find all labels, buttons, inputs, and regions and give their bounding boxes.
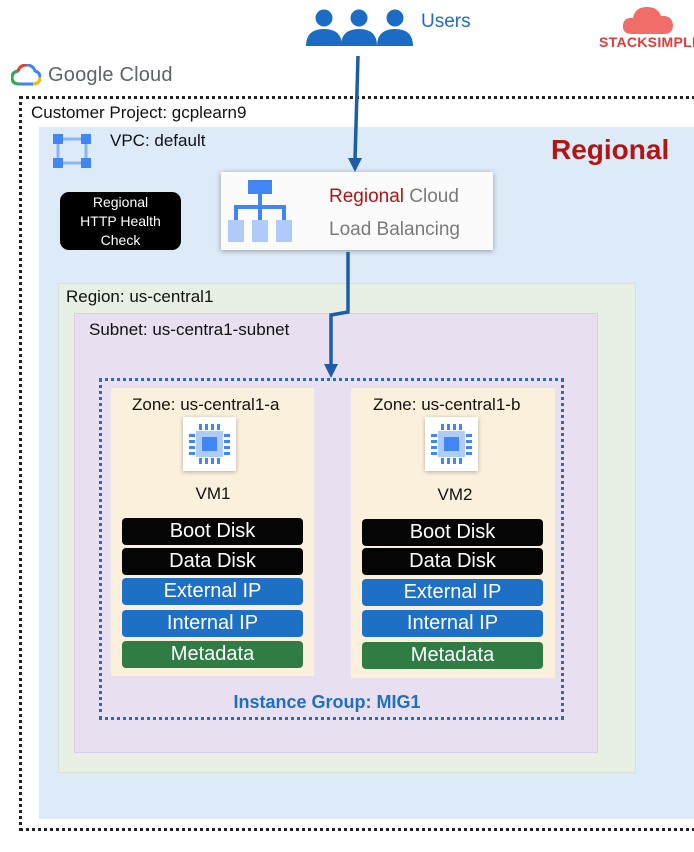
- instance-group-frame: [99, 378, 564, 720]
- data-disk-bar: Data Disk: [362, 548, 543, 575]
- vm2-card: [425, 417, 478, 471]
- subnet-label: Subnet: us-centra1-subnet: [89, 320, 290, 339]
- users-label: Users: [421, 11, 471, 32]
- zone-label-b: Zone: us-central1-b: [373, 395, 521, 414]
- data-disk-bar: Data Disk: [122, 548, 303, 575]
- compute-engine-icon: [189, 424, 230, 464]
- health-check-line: Check: [100, 232, 141, 248]
- external-ip-bar: External IP: [362, 579, 543, 606]
- google-cloud-icon: [11, 64, 41, 86]
- lb-to-mig-arrow: [324, 252, 350, 378]
- load-balancer-subtitle: Load Balancing: [329, 219, 460, 240]
- google-cloud-label: Google Cloud: [48, 64, 173, 86]
- health-check-line: HTTP Health: [80, 213, 161, 229]
- load-balancer-title: Regional Cloud: [329, 186, 459, 208]
- load-balancing-icon: [228, 180, 292, 242]
- boot-disk-bar: Boot Disk: [122, 518, 303, 545]
- metadata-bar: Metadata: [122, 641, 303, 668]
- load-balancer-title-regional: Regional: [329, 186, 404, 207]
- health-check-line: Regional: [92, 194, 149, 210]
- vm1-label: VM1: [195, 484, 231, 503]
- load-balancer-title-rest: Cloud: [404, 186, 459, 207]
- boot-disk-bar: Boot Disk: [362, 519, 543, 546]
- regional-http-health-check: Regional HTTP Health Check: [60, 192, 181, 250]
- users-to-lb-arrow: [348, 55, 362, 172]
- header-band: [0, 0, 694, 58]
- compute-engine-icon: [431, 424, 472, 464]
- region-label: Region: us-central1: [66, 287, 214, 306]
- external-ip-bar: External IP: [122, 578, 303, 605]
- vpc-icon: [53, 134, 91, 168]
- zone-label-a: Zone: us-central1-a: [132, 395, 280, 414]
- internal-ip-bar: Internal IP: [122, 610, 303, 637]
- metadata-bar: Metadata: [362, 642, 543, 669]
- internal-ip-bar: Internal IP: [362, 610, 543, 637]
- users-icon: [306, 9, 413, 46]
- stacksimplify-logo: STACKSIMPLI: [599, 34, 694, 50]
- cloud-logo-icon: [622, 7, 673, 34]
- instance-group-label: Instance Group: MIG1: [233, 692, 421, 712]
- load-balancer-card: Regional Cloud Load Balancing: [221, 172, 493, 250]
- customer-project-label: Customer Project: gcplearn9: [31, 103, 247, 122]
- vm1-card: [183, 417, 236, 471]
- vm2-label: VM2: [437, 485, 473, 504]
- regional-title: Regional: [551, 134, 670, 165]
- vpc-label: VPC: default: [110, 131, 206, 150]
